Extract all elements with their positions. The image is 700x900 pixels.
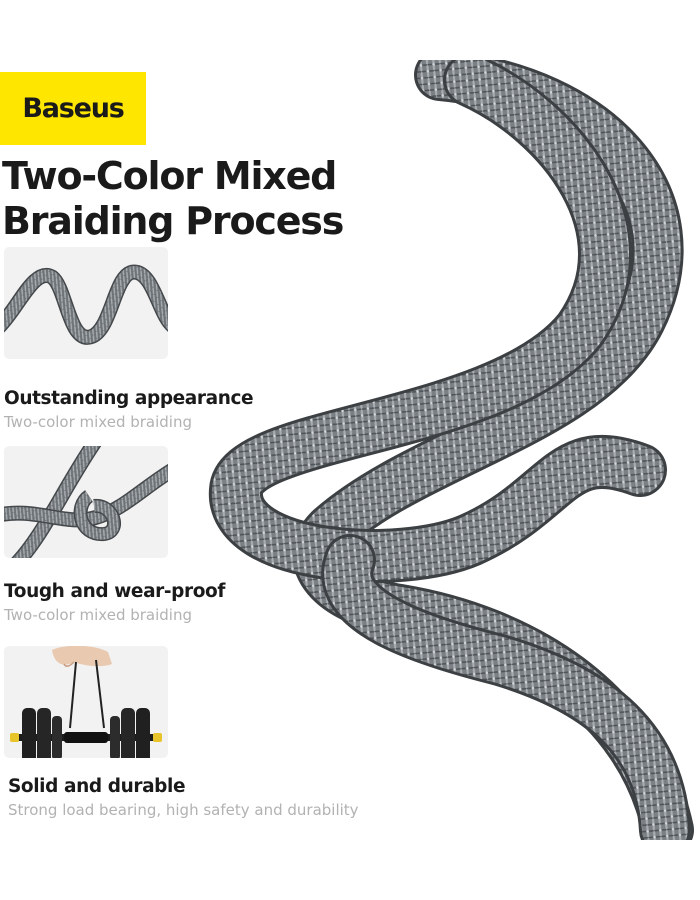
feature-title-1: Outstanding appearance [4,388,254,409]
page-title-line-1: Two-Color Mixed [2,154,337,198]
feature-thumbnail-2 [4,446,168,558]
feature-thumbnail-1 [4,247,168,359]
feature-description-3: Strong load bearing, high safety and dur… [8,801,359,819]
knotted-cable-icon [4,446,168,558]
brand-badge: Baseus [0,72,146,145]
feature-title-3: Solid and durable [8,776,186,797]
page-title: Two-Color Mixed Braiding Process [2,154,344,244]
feature-title-2: Tough and wear-proof [4,581,225,602]
feature-thumbnail-3 [4,646,168,758]
page-title-line-2: Braiding Process [2,199,344,243]
brand-logo: Baseus [22,93,124,124]
feature-description-1: Two-color mixed braiding [4,413,192,431]
braided-cable-illustration [209,60,694,840]
wavy-cable-icon [4,264,168,345]
dumbbell-load-icon [10,646,162,758]
feature-description-2: Two-color mixed braiding [4,606,192,624]
